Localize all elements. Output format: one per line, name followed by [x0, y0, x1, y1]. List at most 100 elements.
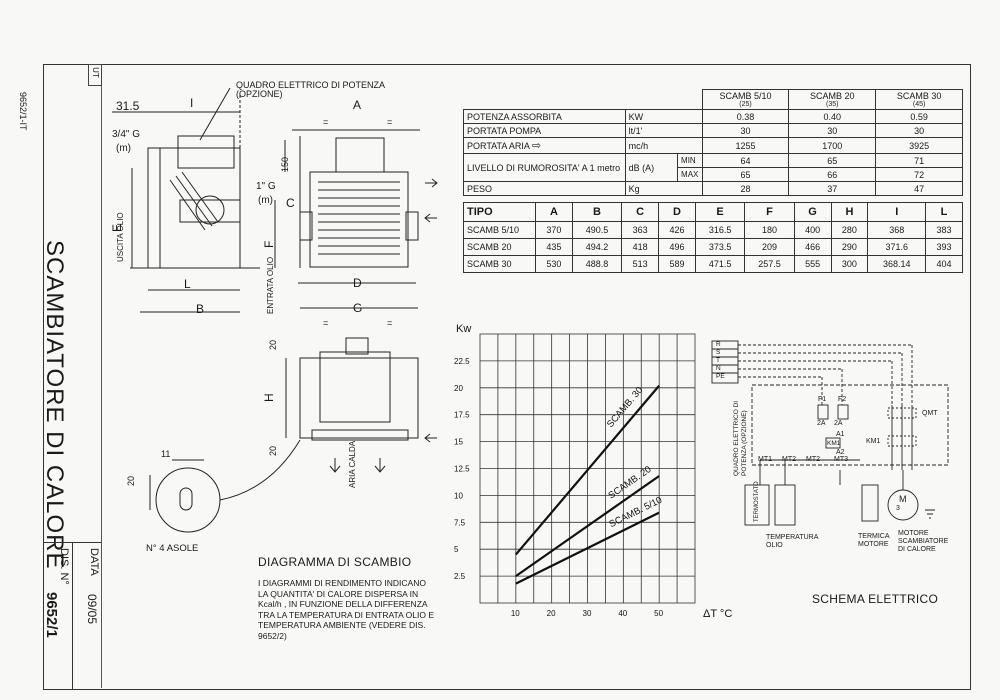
spec-row: PORTATA POMPA lt/1' 30 30 30 — [463, 123, 963, 138]
chart-ytick-label: 5 — [454, 545, 459, 554]
label-mt1: MT1 — [758, 456, 772, 463]
dim-row: SCAMB 5/10 370 490.5 363 426 316.5 180 4… — [463, 221, 963, 239]
spec-row: PORTATA ARIA ⇨ mc/h 1255 1700 3925 — [463, 137, 963, 154]
dim-m2: (m) — [258, 195, 273, 206]
dim-cell: 300 — [830, 255, 869, 273]
dim-row: SCAMB 20 435 494.2 418 496 373.5 209 466… — [463, 238, 963, 256]
dim-B: B — [196, 302, 205, 316]
dim-150: 150 — [280, 156, 290, 172]
dim-cell: 494.2 — [571, 238, 623, 256]
spec-label-with-arrow: PORTATA ARIA ⇨ — [463, 137, 626, 154]
quadro-boundary — [751, 384, 949, 466]
dim-1-g: 1" G — [256, 181, 276, 192]
arrow-in — [424, 213, 437, 223]
ground-symbol — [925, 509, 935, 519]
chart-ytick-label: 7.5 — [454, 518, 466, 527]
dim-cell: 496 — [658, 238, 696, 256]
label-2a-1: 2A — [817, 420, 826, 427]
dim-cell: 373.5 — [694, 238, 746, 256]
dim-cell: SCAMB 30 — [463, 255, 536, 273]
chart-ytick-label: 12.5 — [454, 465, 470, 474]
spec-label: PORTATA POMPA — [463, 123, 626, 138]
front-grill — [318, 181, 400, 255]
fuse-f2 — [837, 404, 849, 420]
dim-cell: 513 — [621, 255, 660, 273]
label-km1-box: KM1 — [827, 440, 841, 447]
label-entrata-olio: ENTRATA OLIO — [266, 256, 275, 314]
dim-cell: 370 — [535, 221, 573, 239]
dimension-table: TIPO A B C D E F G H I L SCAMB 5/10 370 … — [463, 202, 963, 273]
dim-cell: 316.5 — [694, 221, 746, 239]
label-aria-calda: ARIA CALDA — [348, 440, 357, 488]
dim-cell: 400 — [793, 221, 832, 239]
spec-unit: Kg — [624, 181, 703, 196]
label-a2: A2 — [836, 449, 845, 456]
arrow-down-1 — [329, 458, 341, 473]
spec-header-row: SCAMB 5/10(25) SCAMB 20(35) SCAMB 30(45) — [464, 89, 963, 110]
spec-cell: 1255 — [701, 137, 790, 154]
spec-cell: 28 — [701, 181, 790, 196]
dim-cell: 435 — [535, 238, 573, 256]
chart-xtick-label: 50 — [654, 609, 663, 618]
dim-cell: 280 — [830, 221, 869, 239]
chart-ytick-label: 2.5 — [454, 572, 466, 581]
label-mt2: MT2 — [782, 456, 796, 463]
dim-I: I — [190, 96, 194, 110]
dim-header: L — [925, 202, 963, 222]
spec-cell: 3925 — [875, 137, 963, 154]
dim-31-5: 31.5 — [116, 99, 140, 113]
bottom-view-body — [299, 357, 419, 439]
spec-cell: 72 — [875, 167, 963, 182]
dim-cell: 404 — [925, 255, 963, 273]
dim-D: D — [353, 276, 362, 290]
arrow-down-2 — [374, 458, 386, 473]
dim-header: E — [694, 202, 746, 222]
dim-cell: 363 — [621, 221, 660, 239]
dim-cell: 383 — [925, 221, 963, 239]
spec-cell: 47 — [875, 181, 963, 196]
fin-lines — [169, 171, 219, 231]
chart-ylabel: Kw — [456, 323, 471, 335]
dim-header: D — [658, 202, 696, 222]
dim-cell: 393 — [925, 238, 963, 256]
dim-header: I — [867, 202, 927, 222]
chart-ytick-label: 17.5 — [454, 411, 470, 420]
diagram-description: I DIAGRAMMI DI RENDIMENTO INDICANO LA QU… — [258, 578, 435, 641]
dim-cell: 180 — [744, 221, 795, 239]
spec-cell: 1700 — [788, 137, 877, 154]
chart-xtick-label: 40 — [618, 609, 627, 618]
slot — [179, 487, 193, 511]
chart-series-line — [515, 511, 660, 585]
spec-cell: 65 — [788, 153, 877, 168]
label-asole: N° 4 ASOLE — [146, 543, 199, 554]
dim-cell: 368 — [867, 221, 927, 239]
detail-leader — [219, 439, 301, 501]
label-motore: MOTORE SCAMBIATORE DI CALORE — [898, 530, 949, 553]
spec-header-2: SCAMB 30(45) — [875, 89, 963, 110]
spec-unit: mc/h — [624, 137, 703, 154]
bottom-base — [311, 429, 409, 441]
dim-G: G — [353, 301, 363, 315]
spec-label: POTENZA ASSORBITA — [463, 109, 626, 124]
dim-C: C — [286, 196, 295, 210]
spec-unit: dB (A) — [624, 153, 679, 182]
spec-label: PESO — [463, 181, 626, 196]
dim-cell: 490.5 — [571, 221, 623, 239]
dim-cell: 371.6 — [867, 238, 927, 256]
label-f1: F1 — [818, 396, 827, 403]
dim-header: A — [535, 202, 573, 222]
chart-xlabel: ΔT °C — [703, 608, 732, 620]
thermostat-switch — [774, 484, 796, 526]
dim-header: C — [621, 202, 660, 222]
dim-m1: (m) — [116, 143, 131, 154]
front-view-body — [309, 171, 409, 268]
spec-cell: 30 — [788, 123, 877, 138]
dim-11: 11 — [161, 449, 171, 459]
bottom-inner — [319, 351, 391, 423]
dim-header: TIPO — [463, 202, 536, 222]
title-block-divider — [72, 542, 73, 690]
sheet-inner-border — [101, 66, 969, 688]
spec-cell: 71 — [875, 153, 963, 168]
